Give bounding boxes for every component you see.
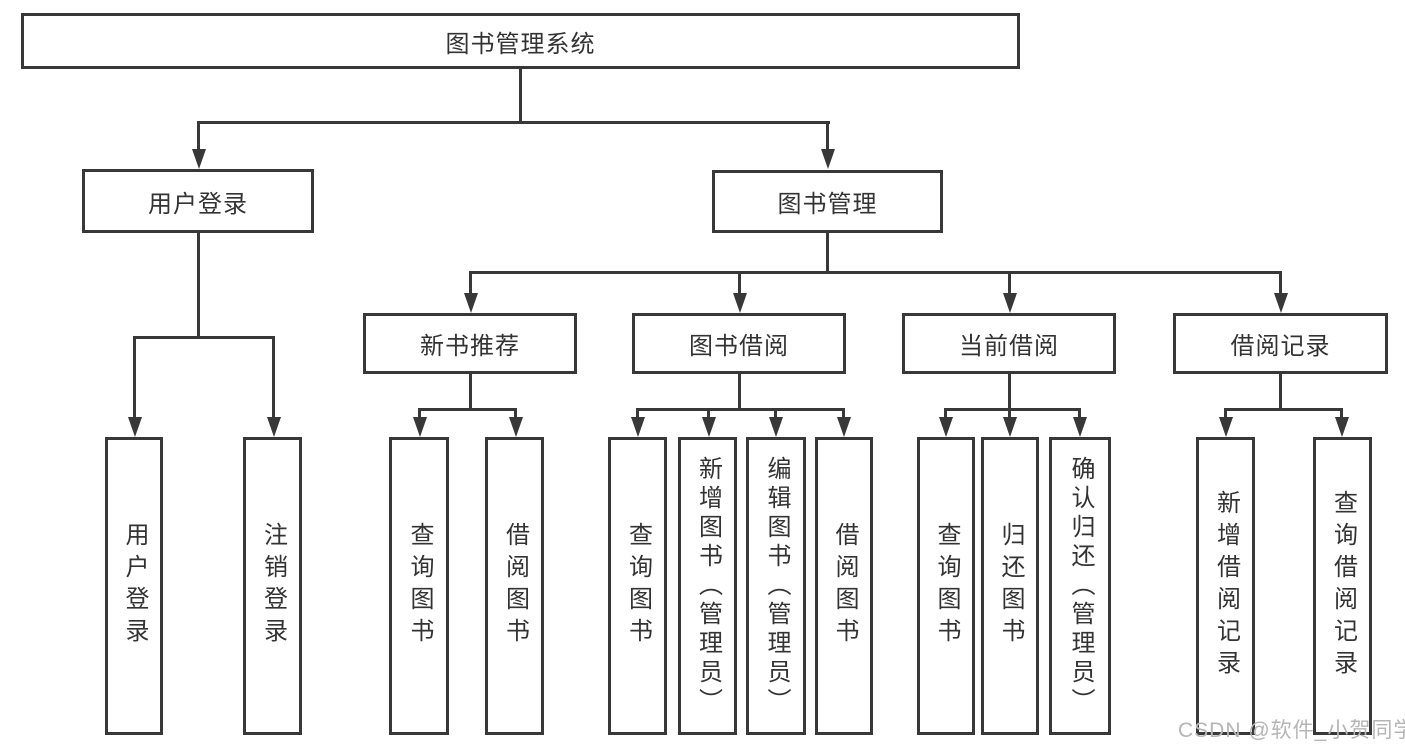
arrow-br-query (1340, 408, 1343, 417)
node-current-borrow: 当前借阅 (902, 313, 1116, 374)
arrow-cb-query (944, 408, 947, 417)
leaf-br-query-record: 查询借阅记录 (1313, 437, 1372, 735)
arrow-to-new-book-recommend (469, 271, 472, 293)
arrow-nb-query (418, 408, 421, 417)
arrow-cb-confirm (1078, 408, 1081, 417)
connector-user-login-hline (133, 336, 274, 339)
leaf-nb-query-books: 查询图书 (389, 437, 449, 735)
leaf-br-add-record: 新增借阅记录 (1196, 437, 1255, 735)
connector-book-borrow-hline (636, 408, 845, 411)
node-book-borrow: 图书借阅 (632, 313, 846, 374)
arrow-bb-query (636, 408, 639, 417)
leaf-bb-edit-book-admin: 编辑图书（管理员） (746, 437, 806, 735)
leaf-cb-return-books: 归还图书 (981, 437, 1039, 735)
leaf-bb-borrow-books: 借阅图书 (815, 437, 873, 735)
arrow-nb-borrow (514, 408, 517, 417)
connector-current-borrow-hline (944, 408, 1081, 411)
leaf-cb-confirm-return-admin: 确认归还（管理员） (1049, 437, 1111, 735)
node-new-book-recommend: 新书推荐 (363, 313, 577, 374)
arrow-to-book-borrow (738, 271, 741, 293)
arrow-to-borrow-records (1279, 271, 1282, 293)
arrow-br-add (1224, 408, 1227, 417)
leaf-cb-query-books: 查询图书 (917, 437, 975, 735)
connector-book-management-stem (826, 233, 829, 274)
leaf-logout-login: 注销登录 (243, 437, 302, 735)
arrow-to-user-login (197, 121, 200, 149)
node-root: 图书管理系统 (21, 13, 1020, 69)
arrow-cb-return (1008, 408, 1011, 417)
arrow-bb-edit (774, 408, 777, 417)
node-book-management: 图书管理 (712, 170, 943, 233)
connector-borrow-records-hline (1224, 408, 1343, 411)
leaf-bb-add-book-admin: 新增图书（管理员） (678, 437, 737, 735)
connector-current-borrow-stem (1008, 374, 1011, 411)
node-user-login: 用户登录 (82, 169, 314, 233)
arrow-to-current-borrow (1008, 271, 1011, 293)
connector-root-stem (519, 69, 522, 123)
arrow-bb-add (707, 408, 710, 417)
connector-level3-hline (469, 271, 1281, 274)
arrow-bb-borrow (842, 408, 845, 417)
leaf-user-login: 用户登录 (105, 437, 163, 735)
connector-user-login-stem (197, 233, 200, 338)
arrow-to-leaf-logout (272, 336, 275, 417)
leaf-bb-query-books: 查询图书 (608, 437, 667, 735)
node-borrow-records: 借阅记录 (1173, 313, 1388, 374)
arrow-to-leaf-user-login (133, 336, 136, 417)
arrow-to-book-management (826, 121, 829, 149)
connector-level2-hline (197, 121, 830, 124)
leaf-nb-borrow-books: 借阅图书 (485, 437, 544, 735)
connector-book-borrow-stem (738, 374, 741, 411)
connector-borrow-records-stem (1279, 374, 1282, 411)
connector-new-book-hline (418, 408, 516, 411)
csdn-watermark: CSDN @软件_小贺同学 (1178, 719, 1405, 742)
connector-new-book-stem (469, 374, 472, 411)
